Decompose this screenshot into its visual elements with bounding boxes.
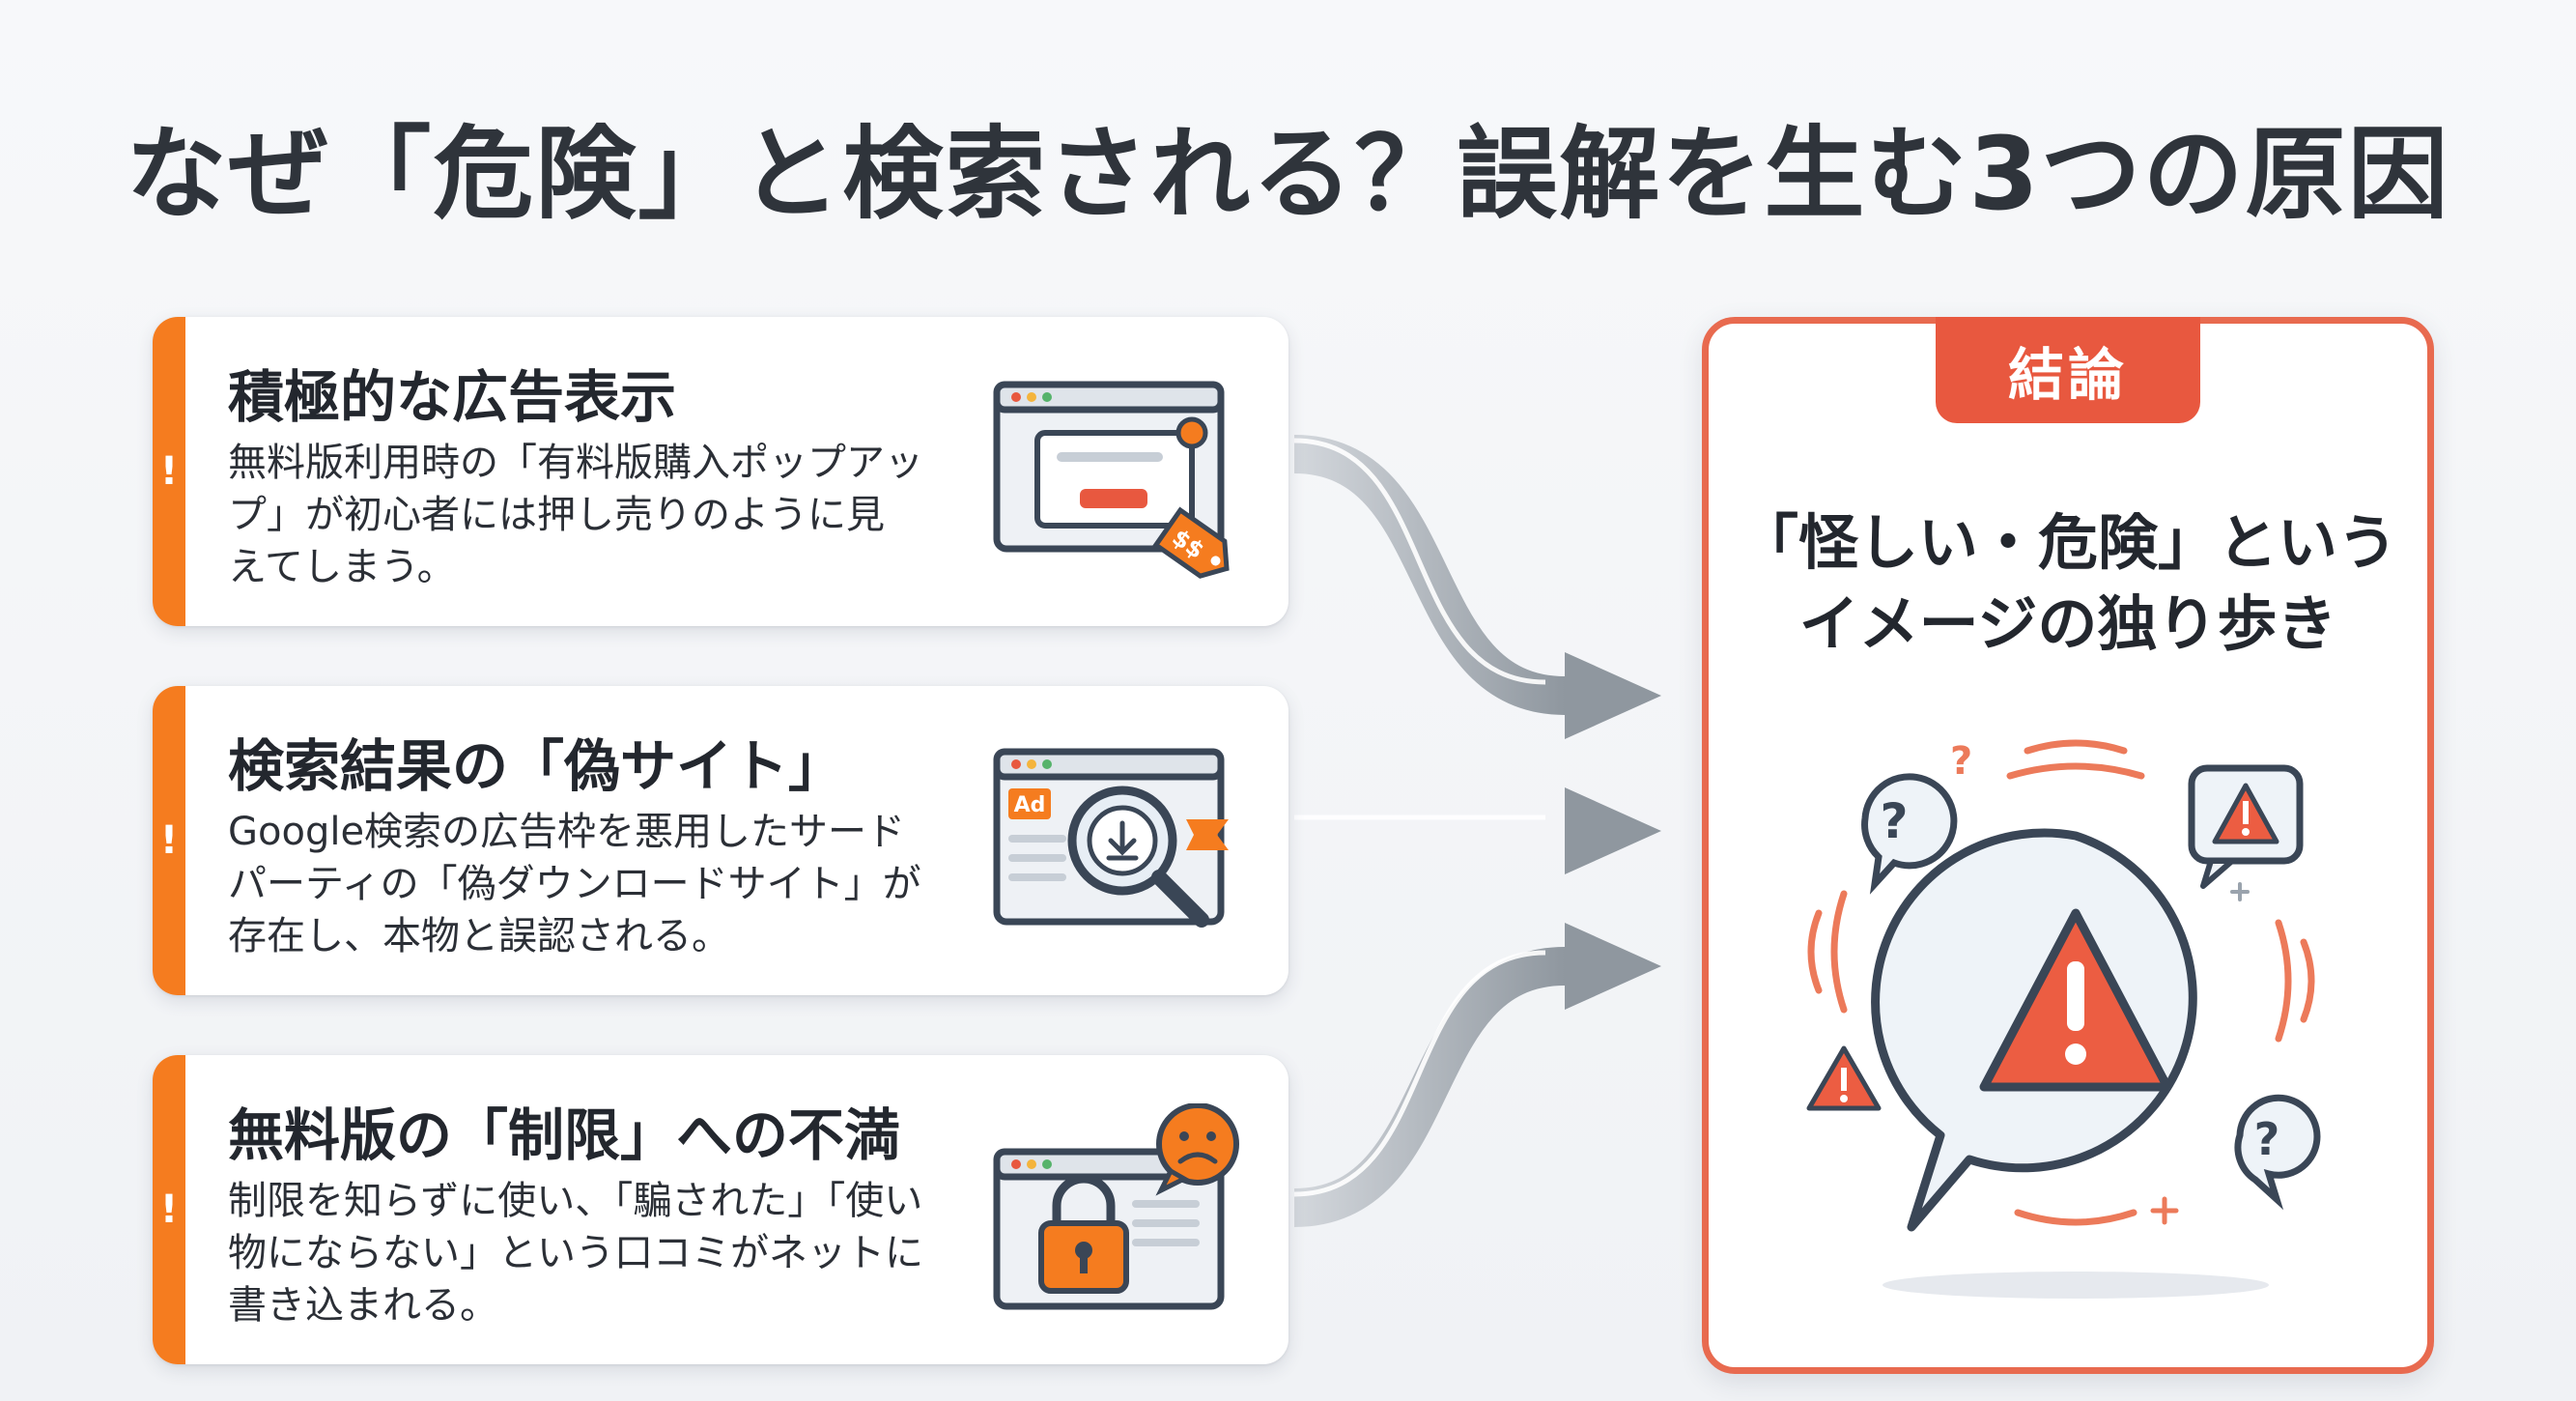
browser-padlock-sad-face-icon xyxy=(993,1103,1239,1310)
page-title: なぜ「危険」と検索される？誤解を生む3つの原因 xyxy=(126,115,2450,233)
conclusion-text: 「怪しい・危険」という イメージの独り歩き xyxy=(1738,507,2397,659)
conclusion-panel: 結論 「怪しい・危険」という イメージの独り歩き ? ? ? xyxy=(1702,317,2434,1374)
warning-speech-bubble-icon: ? ? ? xyxy=(1806,739,2321,1299)
card-accent-stripe xyxy=(153,317,185,626)
cause-card-fake-sites: ! 検索結果の「偽サイト」 Google検索の広告枠を悪用したサード パーティの… xyxy=(153,686,1288,995)
arrow-top xyxy=(1293,435,1566,715)
svg-text:?: ? xyxy=(2254,1113,2280,1165)
cause-heading: 積極的な広告表示 xyxy=(228,364,677,430)
card-accent-stripe xyxy=(153,686,185,995)
ad-label: Ad xyxy=(1014,793,1046,817)
svg-text:?: ? xyxy=(1880,793,1908,849)
cause-description: 無料版利用時の「有料版購入ポップアッ プ」が初心者には押し売りのように見 えてし… xyxy=(228,441,923,589)
exclamation-icon: ! xyxy=(159,1187,179,1232)
cause-description: Google検索の広告枠を悪用したサード パーティの「偽ダウンロードサイト」が … xyxy=(228,810,921,958)
cause-heading: 検索結果の「偽サイト」 xyxy=(228,733,845,799)
cause-description: 制限を知らずに使い、「騙された」「使い 物にならない」という口コミがネットに 書… xyxy=(228,1179,923,1328)
cause-heading: 無料版の「制限」への不満 xyxy=(228,1102,901,1168)
arrowhead-bottom xyxy=(1565,923,1661,1010)
arrowhead-top xyxy=(1565,652,1661,739)
arrow-bottom xyxy=(1293,947,1566,1227)
exclamation-icon: ! xyxy=(159,449,179,494)
svg-text:?: ? xyxy=(1950,739,1972,784)
cause-card-ads: ! 積極的な広告表示 無料版利用時の「有料版購入ポップアッ プ」が初心者には押し… xyxy=(153,317,1288,626)
cause-card-limitations: ! 無料版の「制限」への不満 制限を知らずに使い、「騙された」「使い 物にならな… xyxy=(153,1055,1288,1364)
arrowhead-middle xyxy=(1565,787,1661,874)
browser-popup-price-tag-icon: $$ xyxy=(993,381,1230,579)
conclusion-badge: 結論 xyxy=(1936,317,2200,423)
card-accent-stripe xyxy=(153,1055,185,1364)
exclamation-icon: ! xyxy=(159,818,179,863)
ad-search-magnifier-download-icon: Ad xyxy=(993,748,1229,928)
